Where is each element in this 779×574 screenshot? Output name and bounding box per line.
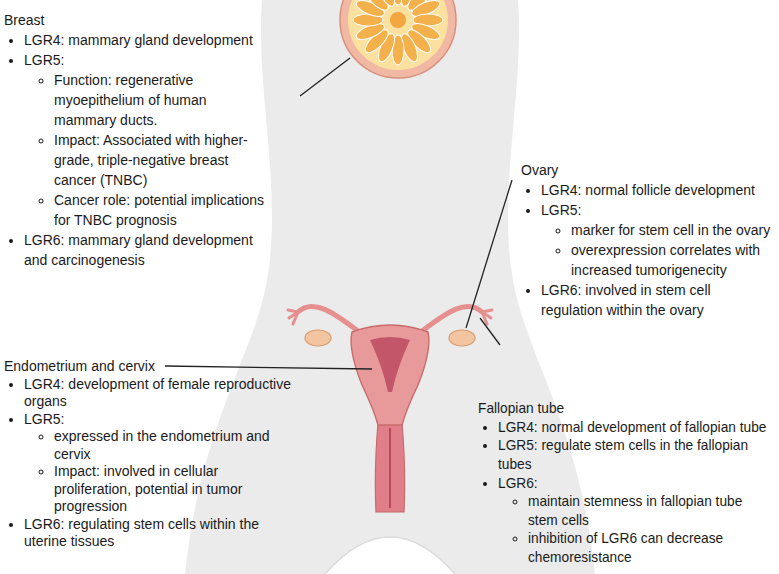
bullet-item: LGR5: (24, 411, 294, 429)
bullet-item-text: LGR6: regulating stem cells within the u… (24, 516, 259, 550)
bullet-item: LGR5: regulate stem cells in the fallopi… (498, 437, 772, 474)
bullet-item: LGR4: development of female reproductive… (24, 376, 294, 411)
section-heading: Endometrium and cervix (4, 358, 294, 376)
sub-bullet-item-text: Impact: Associated with higher-grade, tr… (54, 132, 248, 188)
leg-gap (325, 537, 455, 574)
uterine-cavity (370, 337, 410, 392)
sub-bullet-item: Impact: Associated with higher-grade, tr… (54, 130, 272, 190)
sub-bullet-item-text: maintain stemness in fallopian tube stem… (528, 494, 742, 528)
inner-thigh-line (325, 537, 455, 574)
section-heading-text: Breast (4, 12, 44, 28)
bullet-item-text: LGR5: (541, 202, 581, 218)
text-group: OvaryLGR4: normal follicle developmentLG… (521, 160, 771, 320)
leader-line (466, 180, 512, 328)
bullet-item-text: LGR5: regulate stem cells in the fallopi… (498, 438, 748, 472)
bullet-item: LGR4: normal follicle development (541, 180, 771, 200)
bullet-item-text: LGR5: (24, 411, 64, 427)
bullet-item-text: LGR4: normal development of fallopian tu… (498, 420, 766, 435)
sub-bullet-item-text: Cancer role: potential implications for … (54, 192, 264, 228)
section-heading-text: Fallopian tube (478, 401, 564, 416)
nipple-center (390, 12, 406, 28)
breast-skin (340, 0, 456, 78)
text-group: BreastLGR4: mammary gland developmentLGR… (4, 10, 272, 270)
sub-bullet-item-text: expressed in the endometrium and cervix (54, 428, 270, 462)
bullet-item-text: LGR5: (24, 52, 64, 68)
fimbriae (288, 310, 298, 324)
fallopian-tube (298, 306, 362, 334)
sub-bullet-item-text: inhibition of LGR6 can decrease chemores… (528, 531, 723, 565)
section-heading: Breast (4, 10, 272, 30)
cervix-vagina (375, 423, 404, 512)
bullet-item-text: LGR6: (498, 476, 538, 491)
section-heading-text: Ovary (521, 162, 558, 178)
bullet-item: LGR6: mammary gland development and carc… (24, 230, 272, 270)
sub-bullet-item-text: overexpression correlates with increased… (571, 242, 760, 278)
leader-line (480, 318, 500, 345)
sub-bullet-item: inhibition of LGR6 can decrease chemores… (528, 530, 772, 567)
sub-bullet-item: Impact: involved in cellular proliferati… (54, 463, 294, 516)
uterus-body (351, 325, 429, 425)
sub-bullet-item: marker for stem cell in the ovary (571, 220, 771, 240)
bullet-item: LGR6: (498, 475, 772, 494)
bullet-item-text: LGR4: normal follicle development (541, 182, 755, 198)
bullet-item: LGR6: involved in stem cell regulation w… (541, 280, 771, 320)
bullet-item: LGR5: (24, 50, 272, 70)
section-heading-text: Endometrium and cervix (4, 358, 155, 374)
lobule (375, 0, 398, 8)
sub-bullet-item: Cancer role: potential implications for … (54, 190, 272, 230)
fallopian-tube (418, 306, 482, 334)
sub-bullet-item-text: marker for stem cell in the ovary (571, 222, 770, 238)
text-group: Endometrium and cervixLGR4: development … (4, 358, 294, 551)
uterus-illustration (288, 306, 492, 512)
bullet-item: LGR4: mammary gland development (24, 30, 272, 50)
section-heading: Fallopian tube (478, 400, 772, 419)
leader-line (165, 366, 372, 369)
ovary (449, 330, 475, 346)
sub-bullet-item: expressed in the endometrium and cervix (54, 428, 294, 463)
bullet-item-text: LGR6: mammary gland development and carc… (24, 232, 253, 268)
ovary (305, 330, 331, 346)
bullet-item: LGR4: normal development of fallopian tu… (498, 419, 772, 438)
body-silhouette (185, 0, 595, 574)
leader-line (300, 58, 350, 96)
bullet-item-text: LGR6: involved in stem cell regulation w… (541, 282, 711, 318)
sub-bullet-item-text: Impact: involved in cellular proliferati… (54, 463, 242, 514)
sub-bullet-item: Function: regenerative myoepithelium of … (54, 70, 272, 130)
sub-bullet-item: maintain stemness in fallopian tube stem… (528, 493, 772, 530)
section-heading: Ovary (521, 160, 771, 180)
bullet-item-text: LGR4: mammary gland development (24, 32, 253, 48)
sub-bullet-item-text: Function: regenerative myoepithelium of … (54, 72, 207, 128)
breast-tissue (348, 0, 448, 70)
text-group: Fallopian tubeLGR4: normal development o… (478, 400, 772, 568)
vaginal-canal (389, 428, 391, 508)
breast-section (340, 0, 456, 78)
bullet-item-text: LGR4: development of female reproductive… (24, 376, 291, 410)
bullet-item: LGR6: regulating stem cells within the u… (24, 516, 294, 551)
sub-bullet-item: overexpression correlates with increased… (571, 240, 771, 280)
bullet-item: LGR5: (541, 200, 771, 220)
